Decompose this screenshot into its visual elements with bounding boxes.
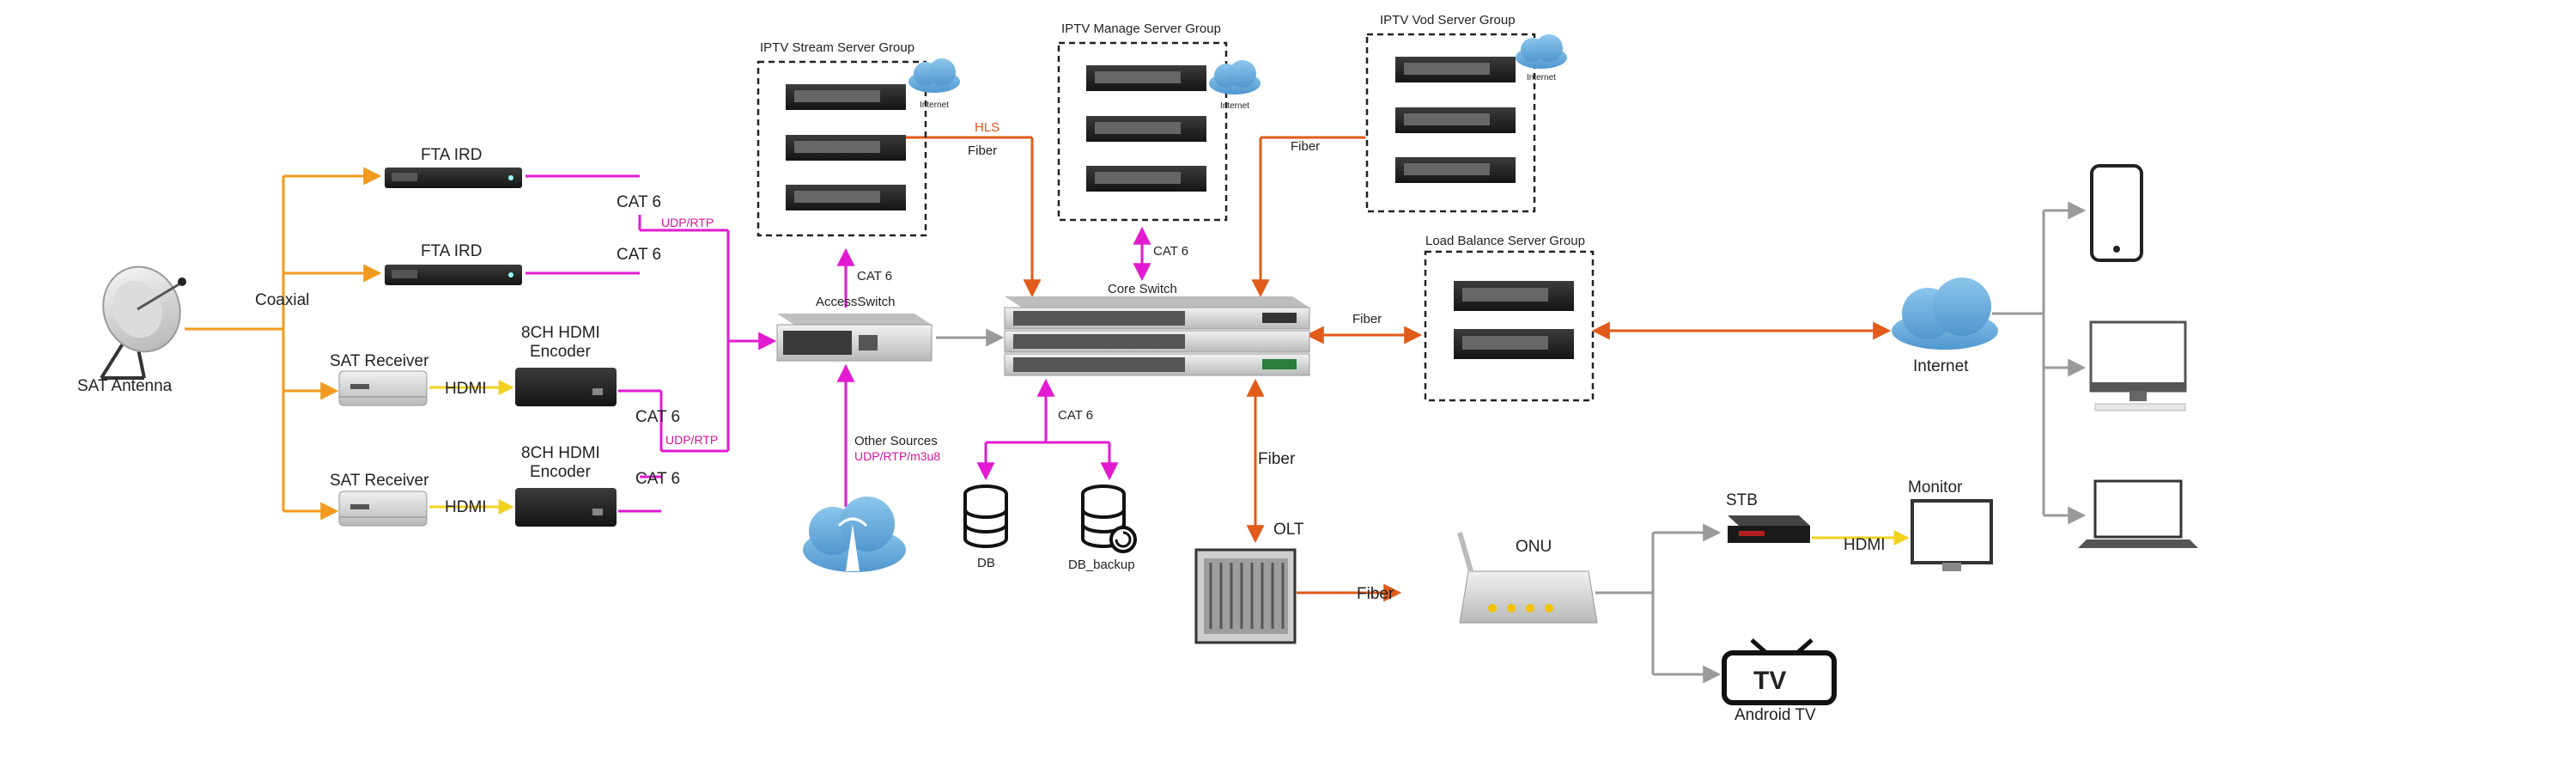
android-tv-label: Android TV	[1735, 706, 1816, 724]
hdmi-monitor-label: HDMI	[1844, 536, 1886, 554]
load-balance-group-box	[1424, 250, 1595, 402]
stream-server-3-icon	[786, 185, 906, 210]
vod-server-3-icon	[1395, 157, 1516, 183]
db-label: DB	[977, 556, 995, 570]
lb-server-1-icon	[1454, 281, 1574, 311]
manage-server-2-icon	[1086, 116, 1206, 142]
stb-icon	[1728, 515, 1810, 543]
access-switch-label: AccessSwitch	[816, 295, 896, 309]
db-backup-label: DB_backup	[1068, 558, 1135, 572]
sat-receiver-2-icon	[338, 491, 428, 527]
manage-internet-label: Internet	[1220, 101, 1249, 111]
onu-label: ONU	[1516, 538, 1552, 556]
fiber-vod-label: Fiber	[1291, 139, 1320, 154]
desktop-monitor-icon	[2089, 320, 2187, 411]
manage-server-3-icon	[1086, 166, 1206, 192]
stream-server-group-box	[756, 60, 927, 237]
database-backup-icon	[1081, 485, 1137, 553]
fiber-lb-label: Fiber	[1352, 312, 1382, 326]
hdmi-label-2: HDMI	[445, 498, 487, 516]
sat-antenna-label: SAT Antenna	[77, 377, 173, 395]
stb-label: STB	[1726, 491, 1758, 509]
database-icon	[963, 485, 1008, 548]
fiber-onu-label: Fiber	[1357, 585, 1394, 603]
tv-logo-text: TV	[1753, 667, 1786, 695]
other-sources-proto-label: UDP/RTP/m3u8	[854, 449, 940, 463]
android-tv-icon	[1722, 638, 1837, 705]
cat6-label-c: CAT 6	[635, 408, 680, 426]
cat6-label-a: CAT 6	[617, 193, 661, 211]
stream-internet-label: Internet	[920, 101, 949, 110]
monitor-icon	[1911, 499, 1993, 571]
manage-internet-cloud-icon	[1209, 60, 1261, 94]
cat6-links	[526, 174, 1151, 513]
vod-group-label: IPTV Vod Server Group	[1380, 13, 1516, 27]
fta-ird-1-label: FTA IRD	[421, 146, 482, 164]
coaxial-label: Coaxial	[255, 291, 309, 309]
fiber-olt-label: Fiber	[1258, 450, 1296, 468]
load-balance-group-label: Load Balance Server Group	[1425, 234, 1585, 248]
internet-cloud-icon	[1892, 277, 1998, 350]
smartphone-icon	[2090, 164, 2143, 262]
hdmi-encoder-2-icon	[515, 488, 617, 527]
fta-ird-2-icon	[385, 265, 522, 285]
monitor-label: Monitor	[1908, 478, 1963, 497]
vod-server-group-box	[1365, 33, 1536, 213]
vod-internet-label: Internet	[1527, 73, 1556, 82]
sat-receiver-1-icon	[338, 370, 428, 406]
lb-server-2-icon	[1454, 329, 1574, 359]
stream-server-2-icon	[786, 135, 906, 161]
fta-ird-2-label: FTA IRD	[421, 242, 482, 260]
sat-receiver-2-label: SAT Receiver	[330, 472, 429, 490]
manage-group-label: IPTV Manage Server Group	[1061, 21, 1221, 36]
encoder-1-label-line1: 8CH HDMI	[521, 324, 600, 342]
access-switch-icon	[776, 314, 933, 362]
laptop-icon	[2078, 479, 2198, 548]
other-sources-label: Other Sources	[854, 434, 938, 448]
stream-server-1-icon	[786, 84, 906, 110]
cat6-manage-label: CAT 6	[1153, 244, 1188, 259]
cat6-label-b: CAT 6	[617, 246, 661, 264]
sat-antenna-icon	[100, 265, 186, 380]
coaxial-links	[185, 167, 382, 521]
hls-label: HLS	[975, 120, 999, 135]
udp-rtp-label-1: UDP/RTP	[661, 216, 714, 229]
olt-icon	[1194, 548, 1297, 644]
udp-rtp-label-2: UDP/RTP	[665, 433, 718, 447]
fiber-links	[906, 136, 1892, 602]
vod-internet-cloud-icon	[1516, 34, 1567, 69]
core-switch-icon	[1004, 296, 1310, 376]
cat6-label-d: CAT 6	[635, 470, 680, 488]
encoder-1-label-line2: Encoder	[530, 343, 591, 361]
sat-receiver-1-label: SAT Receiver	[330, 352, 429, 370]
internet-label: Internet	[1913, 357, 1969, 375]
fta-ird-1-icon	[385, 168, 522, 188]
olt-label: OLT	[1273, 521, 1304, 539]
stream-group-label: IPTV Stream Server Group	[760, 40, 914, 55]
cat6-access-up-label: CAT 6	[857, 269, 892, 283]
hdmi-links	[429, 380, 1910, 546]
stream-internet-cloud-icon	[908, 58, 960, 93]
other-sources-cloud-icon	[803, 497, 906, 572]
encoder-2-label-line1: 8CH HDMI	[521, 444, 600, 462]
manage-server-1-icon	[1086, 65, 1206, 91]
hdmi-encoder-1-icon	[515, 368, 617, 406]
manage-server-group-box	[1057, 41, 1228, 222]
encoder-2-label-line2: Encoder	[530, 463, 591, 481]
hdmi-label-1: HDMI	[445, 380, 487, 398]
onu-router-icon	[1457, 532, 1598, 624]
vod-server-1-icon	[1395, 57, 1516, 82]
cat6-db-label: CAT 6	[1058, 408, 1093, 423]
core-switch-label: Core Switch	[1108, 282, 1177, 296]
vod-server-2-icon	[1395, 107, 1516, 133]
gray-links	[936, 201, 2087, 684]
fiber-stream-label: Fiber	[968, 143, 997, 158]
